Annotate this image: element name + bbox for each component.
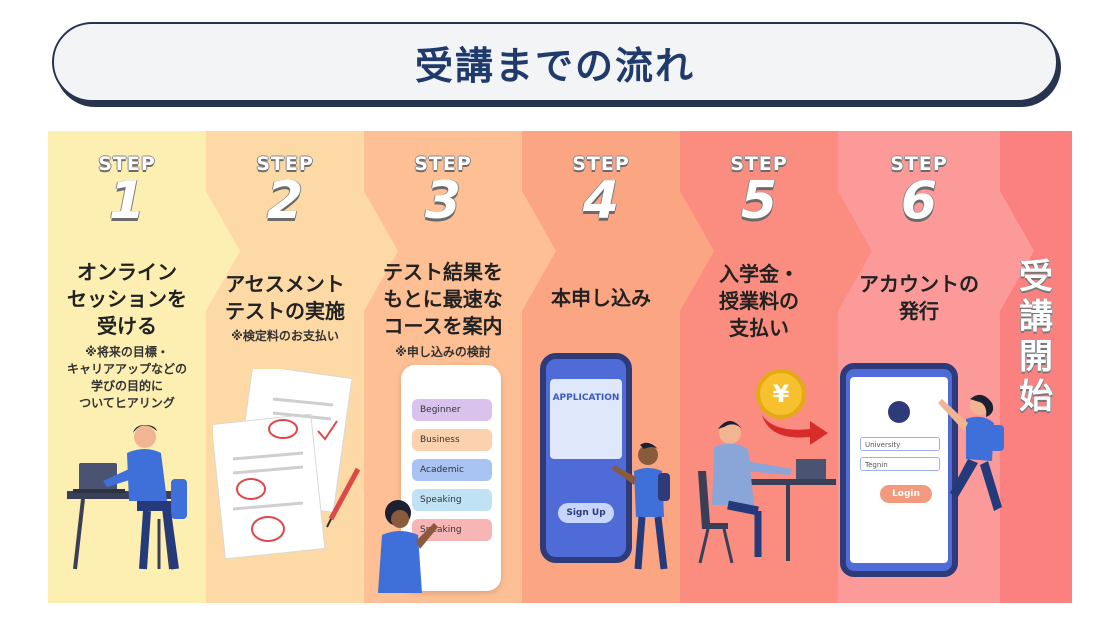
course-option: Speaking xyxy=(412,489,492,511)
chevron-arrow-icon xyxy=(522,191,556,311)
page-title: 受講までの流れ xyxy=(414,43,695,88)
step-2-label: アセスメント テストの実施 xyxy=(225,272,345,323)
pointing-person-illustration xyxy=(378,500,438,593)
application-screen xyxy=(550,379,622,459)
step-6-number: 6 xyxy=(900,171,938,231)
process-flow: STEP 1 STEP 2 STEP 3 STEP 4 STEP 5 STEP … xyxy=(48,131,1072,603)
step-6-label: アカウントの 発行 xyxy=(859,272,979,323)
login-field: University xyxy=(860,437,940,451)
step-1-panel xyxy=(48,131,206,603)
final-char: 講 xyxy=(1019,297,1053,337)
login-field: Tegnin xyxy=(860,457,940,471)
step-5-number: 5 xyxy=(740,171,778,231)
chevron-arrow-icon xyxy=(680,191,714,311)
chevron-arrow-icon xyxy=(206,191,240,311)
step-3-note: ※申し込みの検討 xyxy=(395,345,491,359)
login-button: Login xyxy=(880,485,932,503)
step-1-label: オンライン セッションを 受ける xyxy=(67,260,187,338)
step-1-number: 1 xyxy=(108,171,146,231)
test-papers-illustration xyxy=(213,369,361,559)
step-3-label: テスト結果を もとに最速な コースを案内 xyxy=(383,260,503,338)
course-option: Speaking xyxy=(412,519,492,541)
red-arrow-icon xyxy=(762,415,828,445)
step-4-number: 4 xyxy=(582,171,620,231)
step-2-note: ※検定料のお支払い xyxy=(231,329,339,343)
step-4-label: 本申し込み xyxy=(551,286,651,310)
yen-coin-icon: ¥ xyxy=(756,369,806,419)
tapping-person-illustration xyxy=(612,442,670,570)
step-2-word: STEP xyxy=(256,153,314,175)
sign-up-button: Sign Up xyxy=(558,503,614,523)
final-char: 始 xyxy=(1019,377,1053,417)
title-banner: 受講までの流れ xyxy=(52,22,1058,102)
application-heading: APPLICATION xyxy=(552,393,620,403)
final-char: 開 xyxy=(1019,337,1053,377)
course-option: Academic xyxy=(412,459,492,481)
step-3-word: STEP xyxy=(414,153,472,175)
jumping-person-illustration xyxy=(938,394,1004,511)
step-5-word: STEP xyxy=(730,153,788,175)
chevron-arrow-icon xyxy=(838,191,872,311)
laptop-person-illustration xyxy=(67,425,187,570)
step-6-word: STEP xyxy=(890,153,948,175)
final-char: 受 xyxy=(1019,257,1053,297)
step-3-number: 3 xyxy=(424,171,462,231)
paying-person-illustration xyxy=(698,421,836,564)
chevron-arrow-icon xyxy=(1000,191,1034,311)
chevron-arrow-icon xyxy=(364,191,398,311)
step-1-note: ※将来の目標・ キャリアアップなどの 学びの目的に ついてヒアリング xyxy=(66,345,187,410)
step-1-word: STEP xyxy=(98,153,156,175)
user-avatar-icon xyxy=(888,401,910,423)
course-option: Business xyxy=(412,429,492,451)
step-4-word: STEP xyxy=(572,153,630,175)
course-start-label: 受 講 開 始 xyxy=(1000,131,1072,603)
step-2-number: 2 xyxy=(266,171,304,231)
step-5-label: 入学金・ 授業料の 支払い xyxy=(719,262,799,340)
course-option: Beginner xyxy=(412,399,492,421)
